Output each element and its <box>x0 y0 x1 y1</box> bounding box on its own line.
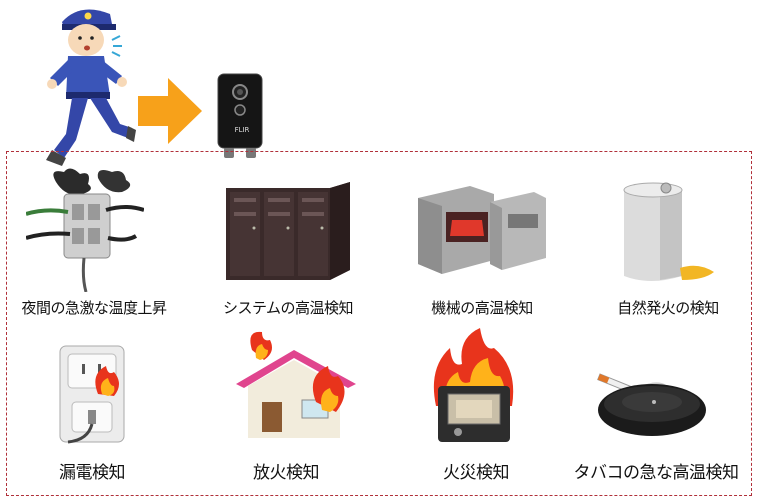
label-cigarette-high-temp: タバコの急な高温検知 <box>573 463 740 483</box>
electrical-outlet-fire-illustration <box>59 345 125 444</box>
server-rack-illustration <box>226 182 350 280</box>
use-case-frame <box>6 151 752 496</box>
label-night-temperature-rise: 夜間の急激な温度上昇 <box>21 299 167 317</box>
arrow-right-icon <box>138 78 202 144</box>
camera-logo: FLIR <box>234 126 250 134</box>
house-fire-illustration <box>236 331 356 438</box>
label-arson: 放火検知 <box>253 463 320 483</box>
label-fire: 火災検知 <box>443 463 510 483</box>
label-spontaneous-combustion: 自然発火の検知 <box>617 299 719 317</box>
oil-can-illustration <box>623 182 714 281</box>
running-guard-illustration <box>46 9 136 166</box>
thermal-camera-illustration <box>217 73 263 158</box>
appliance-fire-illustration <box>433 328 514 442</box>
overloaded-outlet-illustration <box>26 168 144 292</box>
label-machine-high-temp: 機械の高温検知 <box>431 299 533 317</box>
label-electrical-leak: 漏電検知 <box>59 463 126 483</box>
ashtray-cigarette-illustration <box>597 373 706 436</box>
industrial-machine-illustration <box>418 186 546 274</box>
label-system-high-temp: システムの高温検知 <box>222 299 354 317</box>
